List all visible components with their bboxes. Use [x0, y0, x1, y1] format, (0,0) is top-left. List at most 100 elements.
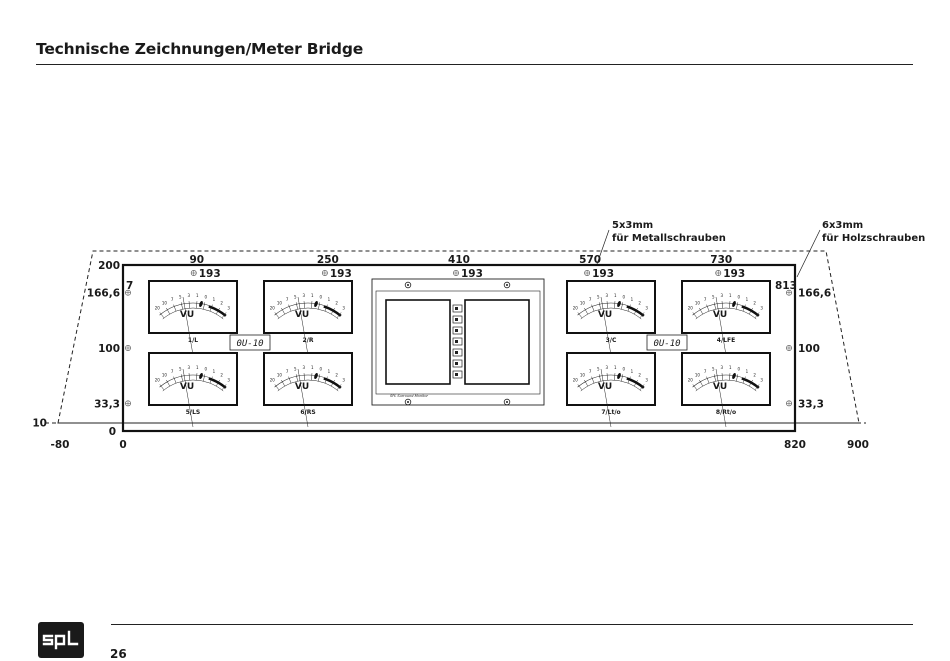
screw-hole-icon	[190, 270, 197, 276]
meter-scale-mark: 5	[179, 366, 182, 371]
meter-scale-mark: 3	[227, 305, 230, 310]
meter-scale-mark: 20	[573, 305, 579, 310]
meter-scale-mark: 10	[695, 301, 701, 306]
center-button[interactable]	[452, 304, 463, 313]
meter-vu-label: VU	[713, 310, 727, 320]
meter-scale-mark: 3	[605, 293, 608, 298]
meter-scale-mark: 20	[155, 377, 161, 382]
screw-hole-icon	[715, 270, 722, 276]
meter-scale-mark: 2	[220, 373, 223, 378]
meter-vu-label: VU	[180, 310, 194, 320]
meter-scale-mark: 10	[580, 373, 586, 378]
meter-vu-label: VU	[598, 310, 612, 320]
meter-scale-mark: 10	[695, 373, 701, 378]
center-button[interactable]	[452, 326, 463, 335]
meter-scale-mark: 3	[342, 377, 345, 382]
meter-scale-mark: 0	[622, 366, 625, 371]
meter-channel-label: 2/R	[303, 337, 314, 344]
meter-bridge-panel	[121, 263, 797, 433]
dim-left-label: 0	[109, 426, 116, 438]
module-screw	[404, 398, 412, 406]
meter-vu-label: VU	[180, 382, 194, 392]
dim-screw-label: 193	[330, 268, 352, 280]
meter-scale-mark: 3	[645, 305, 648, 310]
meter-scale-mark: 3	[227, 377, 230, 382]
meter-scale-mark: 7	[589, 297, 592, 302]
meter-scale-mark: 2	[335, 301, 338, 306]
meter-scale-mark: 3	[720, 365, 723, 370]
screw-hole-icon	[125, 289, 131, 296]
meter-vu-label: VU	[713, 382, 727, 392]
center-module-label: SPL Surround Monitor	[390, 394, 428, 398]
dim-screw-label: 193	[592, 268, 614, 280]
meter-scale-mark: 3	[760, 305, 763, 310]
meter-scale-mark: 3	[302, 365, 305, 370]
center-button[interactable]	[452, 359, 463, 368]
meter-scale-mark: 7	[171, 369, 174, 374]
meter-scale-mark: 3	[605, 365, 608, 370]
meter-scale-mark: 1	[614, 365, 617, 370]
meter-scale-mark: 5	[712, 366, 715, 371]
dim-screw-label: 193	[199, 268, 221, 280]
left-screen	[385, 299, 451, 385]
meter-scale-mark: 7	[286, 297, 289, 302]
level-display: 0U-10	[646, 334, 688, 351]
meter-scale-mark: 3	[302, 293, 305, 298]
dim-right-label: 33,3	[798, 398, 824, 410]
meter-channel-label: 5/LS	[186, 409, 201, 416]
center-button[interactable]	[452, 370, 463, 379]
dim-bottom-label: -80	[51, 439, 70, 451]
meter-scale-mark: 1	[213, 369, 216, 374]
meter-scale-mark: 10	[162, 373, 168, 378]
dim-bottom-label: 820	[784, 439, 806, 451]
meter-scale-mark: 10	[277, 373, 283, 378]
meter-channel-label: 4/LFE	[717, 337, 735, 344]
meter-scale-mark: 7	[589, 369, 592, 374]
dim-screw-label: 193	[723, 268, 745, 280]
meter-scale-mark: 10	[162, 301, 168, 306]
meter-scale-mark: 7	[171, 297, 174, 302]
dim-top-label: 730	[710, 254, 732, 266]
screw-hole-icon	[584, 270, 591, 276]
screw-hole-icon	[786, 289, 792, 296]
display-readout: 0U-10	[653, 339, 680, 349]
center-module: SPL Surround Monitor	[371, 278, 545, 406]
meter-scale-mark: 2	[753, 373, 756, 378]
dim-right-label: 100	[798, 343, 820, 355]
dim-top-label: 90	[189, 254, 204, 266]
center-button[interactable]	[452, 337, 463, 346]
meter-scale-mark: 3	[187, 365, 190, 370]
meter-scale-mark: 5	[294, 294, 297, 299]
meter-scale-mark: 1	[631, 369, 634, 374]
meter-scale-mark: 7	[704, 297, 707, 302]
meter-scale-mark: 20	[688, 305, 694, 310]
center-button[interactable]	[452, 348, 463, 357]
wood-screw-size: 6x3mm	[822, 220, 863, 231]
footer-rule	[111, 624, 913, 625]
meter-scale-mark: 1	[311, 293, 314, 298]
screw-hole-icon	[786, 345, 792, 351]
dim-screw-label: 193	[461, 268, 483, 280]
display-readout: 0U-10	[236, 339, 263, 349]
dim-bottom-label: 0	[119, 439, 126, 451]
center-button[interactable]	[452, 315, 463, 324]
meter-scale-mark: 1	[328, 369, 331, 374]
meter-scale-mark: 20	[270, 305, 276, 310]
meter-scale-mark: 0	[737, 366, 740, 371]
meter-scale-mark: 7	[286, 369, 289, 374]
wood-screw-text: für Holzschrauben	[822, 233, 925, 244]
meter-scale-mark: 1	[196, 293, 199, 298]
dim-top-label: 250	[317, 254, 339, 266]
dim-right-label: 166,6	[798, 288, 831, 300]
meter-vu-label: VU	[598, 382, 612, 392]
meter-scale-mark: 3	[760, 377, 763, 382]
module-screw	[503, 281, 511, 289]
meter-scale-mark: 1	[196, 365, 199, 370]
meter-scale-mark: 0	[204, 366, 207, 371]
meter-scale-mark: 5	[712, 294, 715, 299]
wood-screw-note: 6x3mm für Holzschrauben	[796, 220, 925, 278]
meter-scale-mark: 5	[597, 366, 600, 371]
